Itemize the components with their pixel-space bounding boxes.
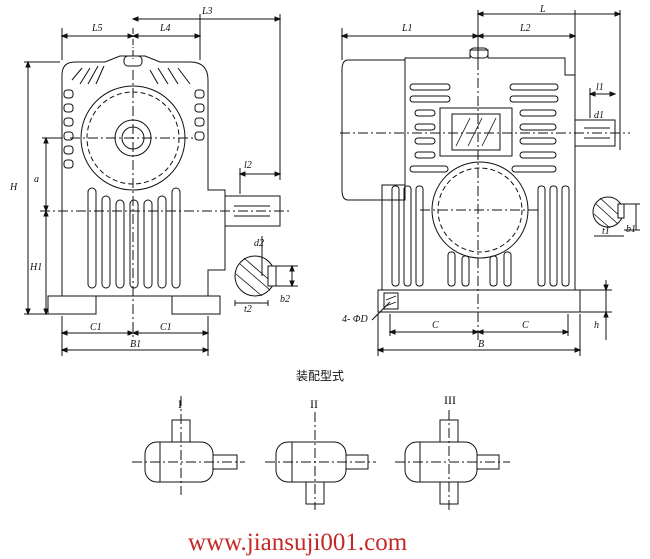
dim-B: B xyxy=(478,339,484,350)
dim-L2: L2 xyxy=(519,23,531,34)
side-lower-ribs xyxy=(391,185,570,287)
assembly-type-2 xyxy=(265,412,376,510)
assembly-type-2-label: II xyxy=(310,397,318,411)
lower-ribs xyxy=(87,187,181,289)
assembly-title: 装配型式 xyxy=(296,369,344,383)
watermark: www.jiansuji001.com xyxy=(188,529,408,556)
dim-C-right: C xyxy=(522,320,529,331)
side-fins xyxy=(409,83,559,173)
dim-l1: l1 xyxy=(596,82,604,93)
assembly-type-1 xyxy=(132,396,245,495)
dim-L5: L5 xyxy=(91,23,103,34)
dim-a: a xyxy=(34,174,39,185)
dim-t1: t1 xyxy=(602,226,610,237)
assembly-type-3 xyxy=(395,410,510,512)
assembly-type-1-label: I xyxy=(178,397,182,411)
dim-d1: d1 xyxy=(594,110,604,121)
dim-B1: B1 xyxy=(130,339,141,350)
dim-C1-left: C1 xyxy=(90,322,102,333)
dim-b1: b1 xyxy=(626,224,636,235)
dim-d2: d2 xyxy=(254,238,264,249)
assembly-type-3-label: III xyxy=(444,393,456,407)
dim-t2: t2 xyxy=(244,304,252,315)
front-view xyxy=(24,14,298,356)
dim-h: h xyxy=(594,320,599,331)
dim-L1: L1 xyxy=(401,23,413,34)
dim-C1-right: C1 xyxy=(160,322,172,333)
dim-L: L xyxy=(539,4,546,15)
dim-L4: L4 xyxy=(159,23,171,34)
dim-L3: L3 xyxy=(201,6,213,17)
dim-holes: 4- ΦD xyxy=(342,314,368,325)
dim-b2: b2 xyxy=(280,294,290,305)
dim-l2: l2 xyxy=(244,160,252,171)
left-fins xyxy=(63,89,205,169)
dim-H: H xyxy=(9,182,18,193)
dim-C-left: C xyxy=(432,320,439,331)
dim-H1: H1 xyxy=(29,262,42,273)
top-fins xyxy=(71,65,191,85)
side-view xyxy=(340,10,640,356)
